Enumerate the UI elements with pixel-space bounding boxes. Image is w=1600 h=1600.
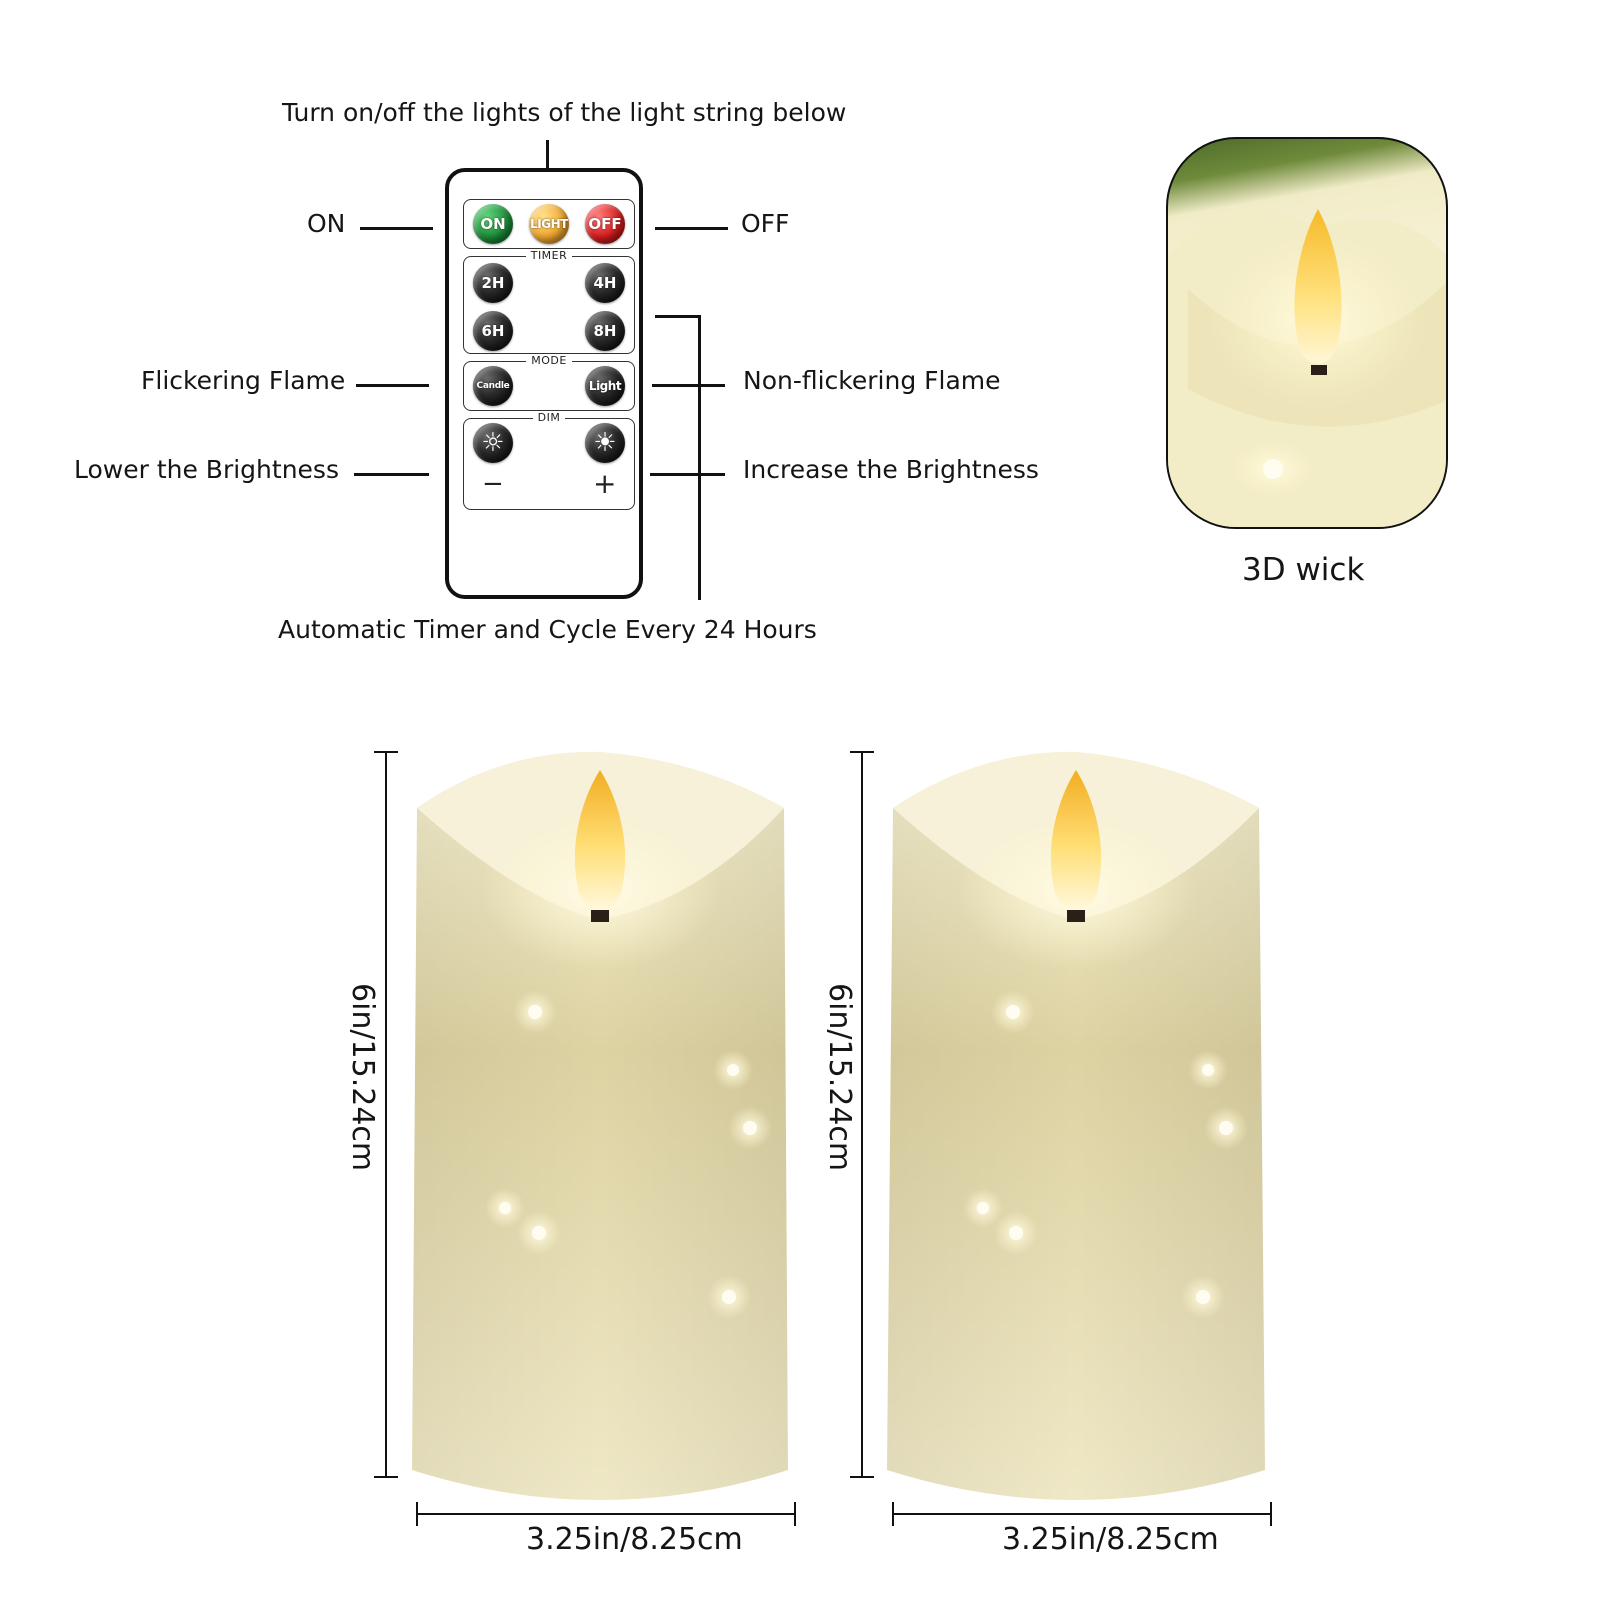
candle-left-height: 6in/15.24cm (345, 983, 380, 1172)
plus-sign: + (593, 467, 617, 500)
candle-mode-button[interactable]: Candle (473, 366, 513, 406)
flicker-leader-line (356, 384, 429, 387)
candle-right (887, 751, 1265, 1500)
led-dots-left (485, 990, 772, 1319)
timer-bracket-vertical (698, 315, 701, 600)
off-leader-line (655, 227, 728, 230)
timer-4h-button[interactable]: 4H (585, 263, 625, 303)
sun-outline-icon: ☼ (481, 428, 505, 458)
timer-group: TIMER 2H 4H 6H 8H (463, 249, 635, 354)
increase-leader-line (650, 473, 725, 476)
on-button[interactable]: ON (473, 204, 513, 244)
on-leader-line (360, 227, 433, 230)
mode-group-title: MODE (526, 354, 572, 367)
non-flickering-flame-label: Non-flickering Flame (743, 366, 1001, 395)
wick-closeup-svg (1168, 209, 1446, 527)
off-label: OFF (741, 209, 790, 238)
led-dots-right (963, 990, 1248, 1319)
light-mode-button[interactable]: Light (585, 366, 625, 406)
flickering-flame-label: Flickering Flame (141, 366, 346, 395)
dim-group: DIM ☼ ☀ − + (463, 411, 635, 510)
power-group: ON LIGHT OFF (463, 199, 635, 249)
wick-caption: 3D wick (1242, 552, 1365, 588)
lower-leader-line (354, 473, 429, 476)
top-leader-line (546, 140, 549, 168)
candle-right-height: 6in/15.24cm (822, 983, 857, 1172)
light-button[interactable]: LIGHT (529, 204, 569, 244)
lower-brightness-label: Lower the Brightness (74, 455, 339, 484)
increase-brightness-label: Increase the Brightness (743, 455, 1039, 484)
top-label: Turn on/off the lights of the light stri… (282, 98, 847, 127)
off-button[interactable]: OFF (585, 204, 625, 244)
wick-closeup-image (1166, 137, 1448, 529)
candle-right-width: 3.25in/8.25cm (1002, 1522, 1219, 1557)
bottom-label: Automatic Timer and Cycle Every 24 Hours (278, 615, 817, 644)
minus-sign: − (482, 469, 504, 499)
candle-left-width: 3.25in/8.25cm (526, 1522, 743, 1557)
timer-8h-button[interactable]: 8H (585, 311, 625, 351)
timer-2h-button[interactable]: 2H (473, 263, 513, 303)
non-flicker-leader-line (652, 384, 725, 387)
timer-6h-button[interactable]: 6H (473, 311, 513, 351)
dimension-lines (374, 751, 1272, 1526)
dim-up-button[interactable]: ☀ (585, 423, 625, 463)
timer-bracket-top (655, 315, 700, 318)
mode-group: MODE Candle Light (463, 354, 635, 411)
remote-control: ON LIGHT OFF TIMER 2H 4H 6H 8H MODE Cand… (445, 168, 643, 599)
dim-down-button[interactable]: ☼ (473, 423, 513, 463)
sun-filled-icon: ☀ (593, 428, 617, 458)
candle-left (412, 751, 788, 1500)
dim-group-title: DIM (532, 411, 566, 424)
on-label: ON (307, 209, 346, 238)
timer-group-title: TIMER (525, 249, 573, 262)
